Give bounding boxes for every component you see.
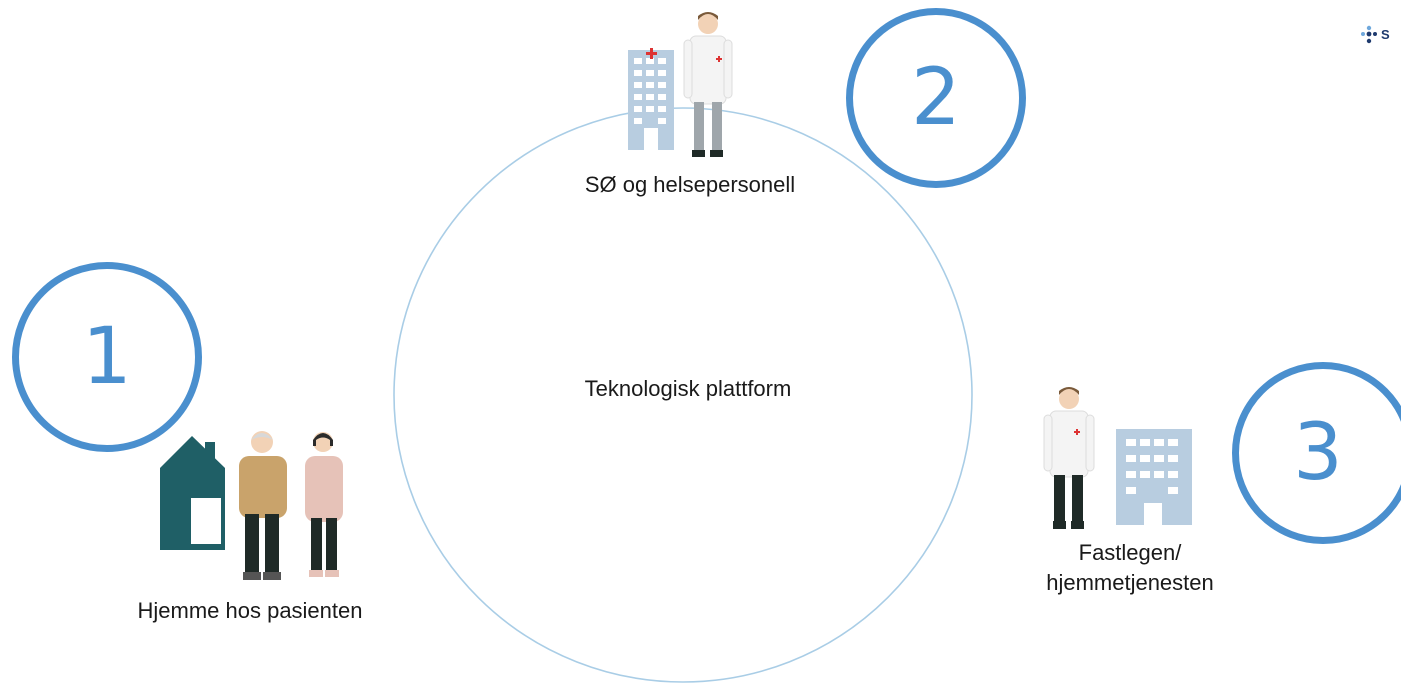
logo-text: S — [1381, 27, 1390, 42]
number-1: 1 — [82, 312, 132, 402]
number-ring-1: 1 — [12, 262, 202, 452]
gp-label-line1: Fastlegen/ — [1078, 540, 1182, 565]
number-3: 3 — [1293, 408, 1343, 498]
gp-staff-icon — [1043, 387, 1192, 529]
number-2: 2 — [911, 53, 961, 143]
gp-label-line2: hjemmetjenesten — [1046, 570, 1214, 595]
home-patients-icon — [160, 431, 343, 580]
number-ring-3: 3 — [1232, 362, 1401, 544]
platform-label: Teknologisk plattform — [584, 376, 792, 401]
home-label: Hjemme hos pasienten — [137, 598, 363, 623]
logo: S — [1360, 24, 1401, 50]
hospital-label: SØ og helsepersonell — [584, 172, 796, 197]
logo-dots-icon — [1361, 25, 1377, 44]
number-ring-2: 2 — [846, 8, 1026, 188]
platform-circle — [393, 107, 973, 683]
hospital-staff-icon — [628, 12, 733, 157]
